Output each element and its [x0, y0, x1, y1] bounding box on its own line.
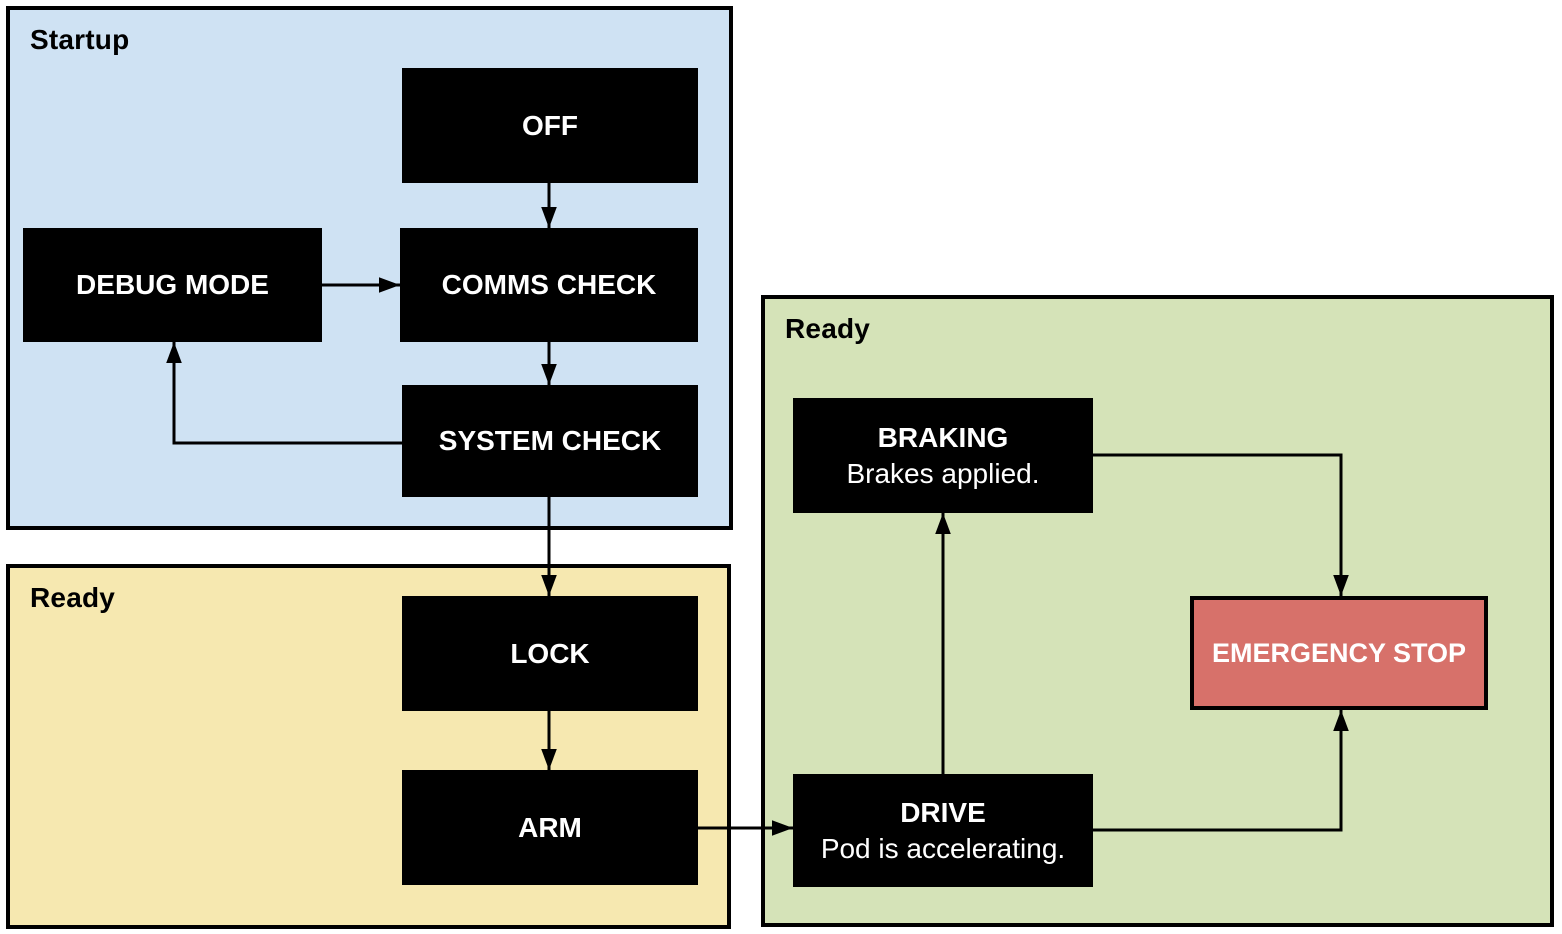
- state-braking-label: BRAKING: [877, 421, 1009, 453]
- state-node-emergency-stop: EMERGENCY STOP: [1190, 596, 1488, 710]
- state-node-off: OFF: [402, 68, 698, 183]
- state-debug-mode-label: DEBUG MODE: [76, 269, 269, 301]
- state-node-debug-mode: DEBUG MODE: [23, 228, 322, 342]
- state-arm-label: ARM: [518, 811, 582, 843]
- state-node-comms-check: COMMS CHECK: [400, 228, 698, 342]
- state-comms-check-label: COMMS CHECK: [441, 269, 657, 301]
- state-node-drive: DRIVE Pod is accelerating.: [793, 774, 1093, 887]
- panel-startup-label: Startup: [30, 24, 130, 55]
- panel-ready-left-label: Ready: [30, 582, 116, 613]
- state-drive-description: Pod is accelerating.: [820, 832, 1066, 864]
- state-drive-label: DRIVE: [900, 796, 986, 828]
- panel-ready-right-label: Ready: [785, 313, 871, 344]
- state-node-lock: LOCK: [402, 596, 698, 711]
- state-node-system-check: SYSTEM CHECK: [402, 385, 698, 497]
- state-system-check-label: SYSTEM CHECK: [438, 425, 662, 457]
- state-node-arm: ARM: [402, 770, 698, 885]
- state-node-braking: BRAKING Brakes applied.: [793, 398, 1093, 513]
- state-braking-description: Brakes applied.: [846, 457, 1040, 489]
- state-emergency-stop-label: EMERGENCY STOP: [1211, 637, 1467, 668]
- state-lock-label: LOCK: [510, 637, 590, 669]
- state-off-label: OFF: [522, 109, 578, 141]
